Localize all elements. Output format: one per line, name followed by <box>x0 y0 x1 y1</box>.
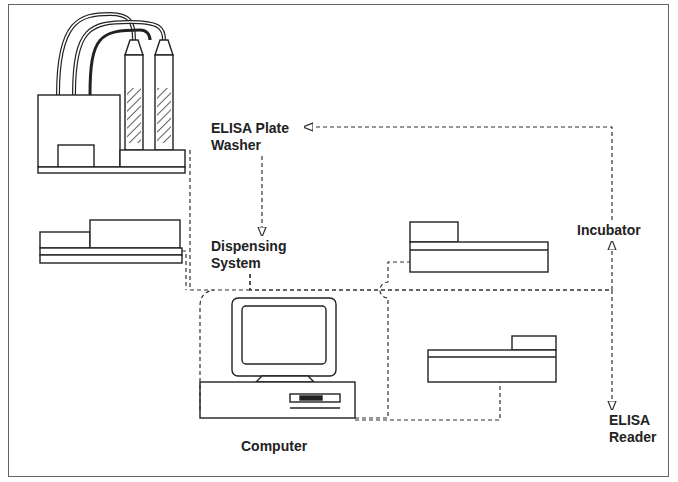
device-wires <box>182 150 500 420</box>
label-text: ELISA Plate Washer <box>211 120 301 154</box>
device-label: Dispensing System <box>208 236 296 274</box>
device-label: ELISA Plate Washer <box>208 118 304 156</box>
device-label: Computer <box>238 436 310 457</box>
label-text: Dispensing System <box>211 238 293 272</box>
flow-connector <box>261 156 262 236</box>
flow-connector <box>250 274 612 410</box>
dispensing-system-drawing <box>40 220 182 263</box>
flow-connector <box>250 241 612 290</box>
frame <box>9 5 669 477</box>
label-text: ELISA Reader <box>609 412 661 446</box>
label-text: Computer <box>241 438 307 455</box>
incubator-drawing <box>410 222 548 272</box>
device-label: Incubator <box>574 220 644 241</box>
flow-connector <box>304 127 612 220</box>
label-text: Incubator <box>577 222 641 239</box>
plate-washer-drawing <box>38 14 185 173</box>
computer-drawing <box>200 298 355 418</box>
device-label: ELISA Reader <box>606 410 664 448</box>
elisa-reader-drawing <box>428 336 556 382</box>
